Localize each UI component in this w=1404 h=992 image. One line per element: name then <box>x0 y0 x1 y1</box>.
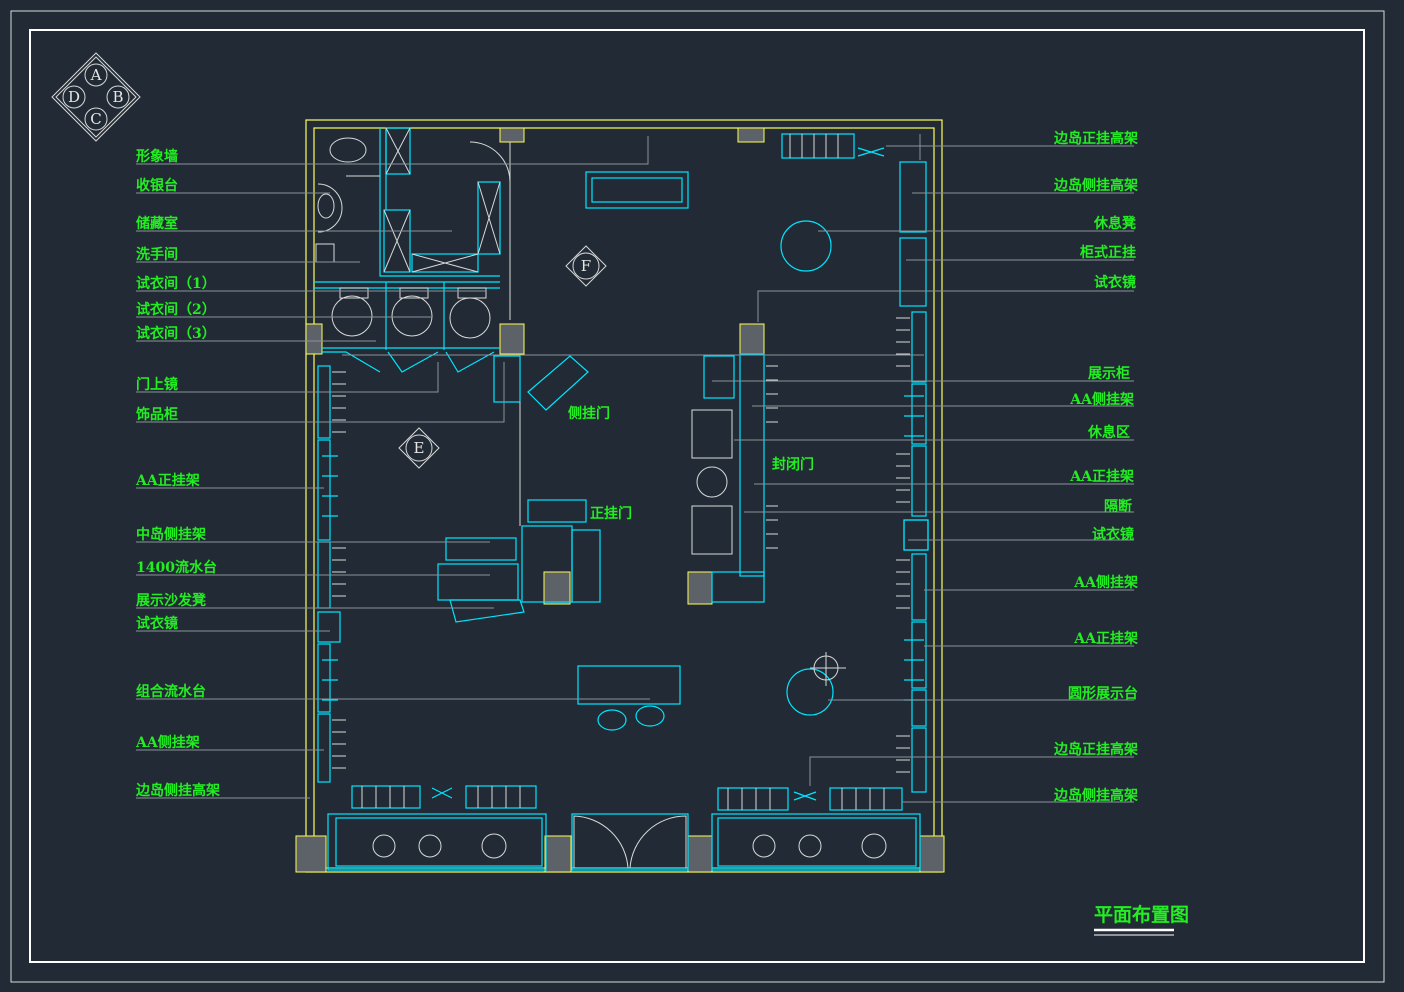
marker-e: E <box>414 439 425 457</box>
label-display-sofa: 展示沙发凳 <box>136 592 207 609</box>
label-fitting-mirror: 试衣镜 <box>1094 274 1136 291</box>
elevation-markers: F E <box>398 245 607 469</box>
compass-letter-c: C <box>90 110 101 128</box>
edge-racks <box>351 133 903 811</box>
label-edge-side-high-rack: 边岛侧挂高架 <box>135 782 220 799</box>
label-fitting-room-3: 试衣间（3） <box>136 325 216 342</box>
label-fitting-mirror: 试衣镜 <box>136 615 178 632</box>
back-rooms <box>315 127 689 320</box>
outer-walls <box>305 119 943 873</box>
label-aa-front-rack: AA正挂架 <box>1073 630 1138 647</box>
structural-columns <box>295 127 945 873</box>
label-partition: 隔断 <box>1104 498 1132 515</box>
label-edge-side-high-rack: 边岛侧挂高架 <box>1053 787 1138 804</box>
right-wall-racks <box>896 161 929 793</box>
label-aa-side-rack: AA侧挂架 <box>1073 574 1138 591</box>
label-aa-front-rack: AA正挂架 <box>135 472 200 489</box>
compass-letter-d: D <box>68 88 80 106</box>
label-display-cabinet: 展示柜 <box>1088 365 1130 382</box>
inner-labels: 侧挂门 封闭门 正挂门 <box>568 405 814 522</box>
label-side-hang-door: 侧挂门 <box>568 405 610 422</box>
label-edge-front-high-rack: 边岛正挂高架 <box>1053 130 1138 147</box>
label-aa-front-rack: AA正挂架 <box>1069 468 1134 485</box>
right-labels: 边岛正挂高架 边岛侧挂高架 休息凳 柜式正挂 试衣镜 展示柜 AA侧挂架 休息区… <box>1053 130 1138 804</box>
label-island-side-rack: 中岛侧挂架 <box>136 526 206 543</box>
label-storage: 储藏室 <box>135 215 178 232</box>
title-text: 平面布置图 <box>1094 903 1189 926</box>
label-fitting-room-1: 试衣间（1） <box>136 275 216 292</box>
left-leaders <box>136 136 650 799</box>
label-accessory-cabinet: 饰品柜 <box>136 406 178 423</box>
label-front-hang-door: 正挂门 <box>590 505 632 522</box>
label-combo-table: 组合流水台 <box>136 683 206 700</box>
label-fitting-mirror: 试衣镜 <box>1092 526 1134 543</box>
label-fitting-room-2: 试衣间（2） <box>136 301 216 318</box>
label-edge-side-high-rack: 边岛侧挂高架 <box>1053 177 1138 194</box>
label-round-display-table: 圆形展示台 <box>1068 685 1138 702</box>
left-labels: 形象墙 收银台 储藏室 洗手间 试衣间（1） 试衣间（2） 试衣间（3） 门上镜… <box>135 148 220 799</box>
label-closed-door: 封闭门 <box>772 456 814 473</box>
fitting-rooms <box>314 281 500 373</box>
label-aa-side-rack: AA侧挂架 <box>1069 391 1134 408</box>
label-door-mirror: 门上镜 <box>136 376 178 393</box>
compass-letter-b: B <box>112 88 123 106</box>
label-edge-front-high-rack: 边岛正挂高架 <box>1053 741 1138 758</box>
sheet-frame <box>10 10 1385 983</box>
label-aa-side-rack: AA侧挂架 <box>135 734 200 751</box>
label-cashier: 收银台 <box>136 177 178 194</box>
left-wall-racks <box>317 365 346 783</box>
right-leaders <box>342 134 1134 803</box>
label-1400-table: 1400流水台 <box>136 559 217 576</box>
compass-letter-a: A <box>90 66 102 84</box>
shop-front <box>327 813 921 871</box>
label-rest-area: 休息区 <box>1087 424 1130 441</box>
center-fixtures <box>437 220 929 731</box>
drawing-title: 平面布置图 <box>1094 903 1189 936</box>
label-washroom: 洗手间 <box>136 246 178 263</box>
label-rest-stool: 休息凳 <box>1093 215 1137 232</box>
label-cabinet-front-hang: 柜式正挂 <box>1080 244 1136 261</box>
compass-symbol: A B C D <box>51 52 141 142</box>
marker-f: F <box>581 257 591 275</box>
label-image-wall: 形象墙 <box>136 148 178 165</box>
